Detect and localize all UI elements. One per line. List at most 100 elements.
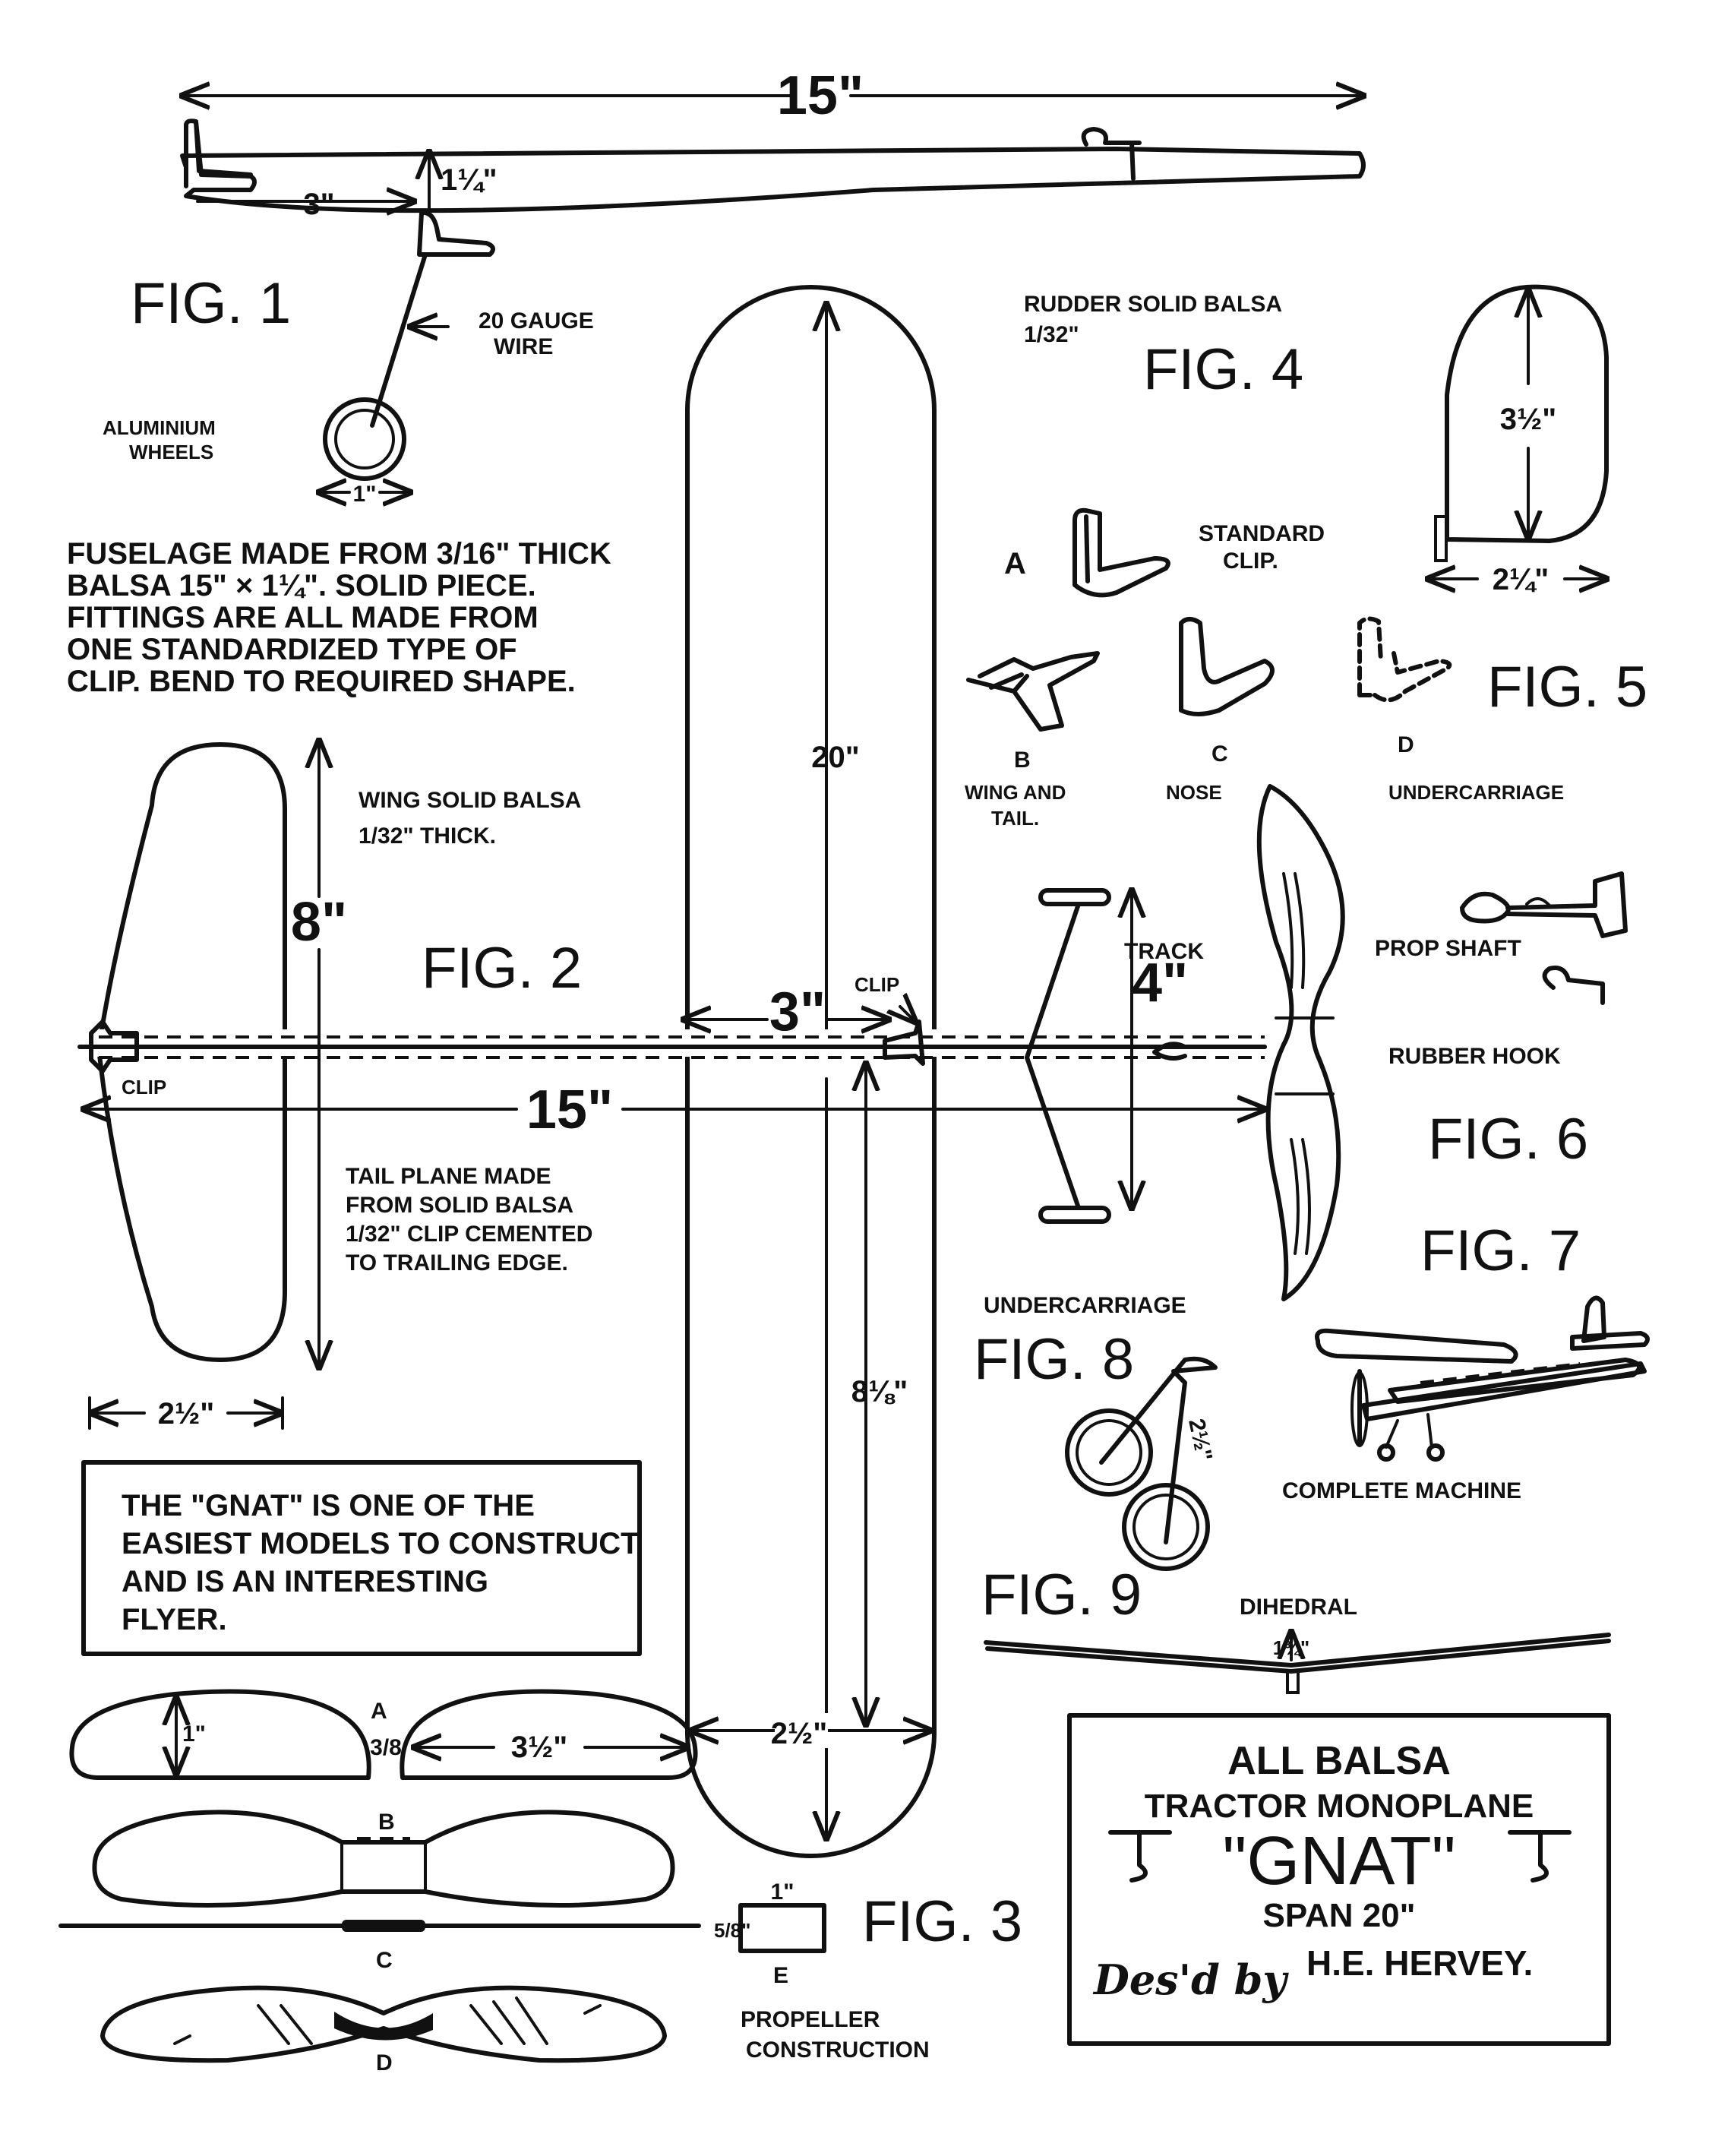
- fig3-dim-20: 20": [811, 741, 859, 774]
- machine-wheel-1: [1377, 1443, 1395, 1462]
- clip-b-text-2: TAIL.: [991, 807, 1039, 830]
- fig1-wire-note-2: WIRE: [494, 334, 553, 359]
- machine-wheel-2: [1426, 1443, 1445, 1462]
- tail-clip: [89, 1020, 139, 1073]
- fig5-clips: A STANDARD CLIP. B WING AND TAIL. C NOSE…: [965, 507, 1647, 830]
- prop-blank-a-left: [69, 1689, 371, 1780]
- fig3-dim-2half: 2½": [771, 1717, 828, 1750]
- fig8-uc-wire: [1099, 1356, 1218, 1544]
- prop-blank-a-right: [400, 1689, 698, 1780]
- clip-a-letter: A: [1004, 547, 1026, 580]
- gnat-note-line-1: THE "GNAT" IS ONE OF THE: [122, 1489, 535, 1522]
- wheel-inner: [334, 409, 395, 469]
- title-ornament-right: [1508, 1830, 1572, 1883]
- gnat-note-box: THE "GNAT" IS ONE OF THE EASIEST MODELS …: [81, 1460, 642, 1656]
- fig4-note-2: 1/32": [1024, 322, 1079, 347]
- fig2-clip-label-2: CLIP: [854, 973, 899, 996]
- fig7-caption: COMPLETE MACHINE: [1282, 1478, 1521, 1503]
- title-gnat: "GNAT": [1222, 1823, 1455, 1899]
- fig7-label: FIG. 7: [1420, 1219, 1581, 1283]
- fig1-wheels-note-1: ALUMINIUM: [103, 416, 216, 439]
- propeller-side-blade: [1256, 784, 1345, 1301]
- fig8-wheel-1-outer: [1065, 1408, 1153, 1497]
- gnat-note-line-4: FLYER.: [122, 1603, 227, 1636]
- fig5-label: FIG. 5: [1487, 655, 1647, 719]
- fuselage-note-line-1: FUSELAGE MADE FROM 3/16" THICK: [67, 537, 611, 571]
- uc-axle-bottom: [1038, 1206, 1111, 1224]
- gnat-note-line-2: EASIEST MODELS TO CONSTRUCT: [122, 1527, 640, 1560]
- prop-shaft-fitting: [1460, 871, 1628, 938]
- main-wing-outline: [685, 285, 937, 1858]
- prop-label-b: B: [378, 1810, 395, 1835]
- clip-a-text-2: CLIP.: [1223, 548, 1278, 574]
- title-ornament-left: [1108, 1830, 1172, 1883]
- fig6-label: FIG. 6: [1428, 1107, 1588, 1171]
- prop-shaft-top: [1152, 1042, 1267, 1061]
- fig8-leg-dim: 2½": [1183, 1417, 1217, 1464]
- wing-clip: [883, 1020, 925, 1066]
- fig1-wheel-dim: 1": [353, 482, 377, 507]
- rubber-hook-fitting: [1542, 966, 1605, 1005]
- fig3-hub-block: 1" 5/8" E FIG. 3 PROPELLER CONSTRUCTION: [714, 1879, 1022, 2063]
- fig6-fittings: PROP SHAFT RUBBER HOOK FIG. 6: [1375, 871, 1628, 1171]
- fig1-label: FIG. 1: [131, 271, 291, 336]
- fig8-undercarriage: UNDERCARRIAGE FIG. 8 2½": [974, 1293, 1218, 1571]
- fig2-dim-2half: 2½": [158, 1397, 215, 1430]
- fig4-rudder: RUDDER SOLID BALSA 1/32" FIG. 4 3½" 2¼": [1024, 284, 1609, 596]
- fig9-label: FIG. 9: [981, 1563, 1142, 1627]
- fig1-dim-3: 3": [303, 188, 334, 221]
- fig9-title: DIHEDRAL: [1240, 1595, 1357, 1620]
- fig2-dim-15: 15": [526, 1080, 613, 1140]
- undercarriage-clip-side: [417, 210, 495, 257]
- fig3-caption-2: CONSTRUCTION: [746, 2037, 930, 2063]
- clip-b-wing-tail: [966, 651, 1100, 732]
- title-designed-signature: Des'd by: [1092, 1955, 1289, 2004]
- fig8-label: FIG. 8: [974, 1327, 1134, 1392]
- fig1-wheels-note-2: WHEELS: [129, 441, 213, 463]
- fig6-prop-shaft: PROP SHAFT: [1375, 936, 1521, 961]
- fig3-dim-1: 1": [771, 1879, 794, 1905]
- title-box-border: [1067, 1713, 1611, 2046]
- fig1-dim-length: 15": [777, 65, 864, 126]
- title-box: ALL BALSA TRACTOR MONOPLANE "GNAT" SPAN …: [1067, 1713, 1611, 2046]
- clip-c-nose: [1179, 617, 1275, 716]
- propeller-construction: A 1" 3/8 3½" B C D: [58, 1689, 701, 2075]
- fuselage-note-line-4: ONE STANDARDIZED TYPE OF: [67, 633, 517, 666]
- fig4-note-1: RUDDER SOLID BALSA: [1024, 292, 1282, 317]
- fig1-dim-height: 1¼": [441, 163, 498, 197]
- fig3-label: FIG. 3: [862, 1889, 1022, 1954]
- rudder-outline: [1445, 284, 1609, 543]
- prop-label-a: A: [371, 1699, 387, 1724]
- fig4-label: FIG. 4: [1143, 337, 1303, 402]
- fig8-wheel-2-outer: [1122, 1483, 1210, 1571]
- fig2-wing-note-2: 1/32" THICK.: [359, 824, 496, 849]
- fig6-rubber-hook: RUBBER HOOK: [1388, 1044, 1561, 1069]
- clip-c-text: NOSE: [1166, 781, 1222, 804]
- prop-dim-3-8: 3/8: [370, 1735, 402, 1760]
- machine-rudder: [1581, 1295, 1606, 1343]
- fig8-track: TRACK: [1124, 939, 1204, 964]
- fig2-clip-label: CLIP: [122, 1076, 166, 1099]
- fig3-dim-5-8: 5/8": [714, 1919, 750, 1942]
- fig2-label: FIG. 2: [422, 936, 582, 1001]
- clip-b-letter: B: [1014, 748, 1031, 773]
- fig2-top-view: CLIP CLIP 3" 15" 8" 2½" WING SOLID BALSA…: [77, 741, 1265, 1430]
- fig2-tail-note-2: FROM SOLID BALSA: [346, 1193, 573, 1218]
- title-designer: H.E. HERVEY.: [1306, 1943, 1533, 1983]
- rudder-clip: [1434, 515, 1448, 562]
- fig4-dim-height: 3½": [1500, 403, 1557, 436]
- fig9-dihedral: FIG. 9 DIHEDRAL 1¾": [981, 1563, 1611, 1694]
- fig2-tail-note-3: 1/32" CLIP CEMENTED: [346, 1222, 592, 1247]
- fig7-complete-machine: FIG. 7 COMPLETE MACHINE: [1282, 1219, 1650, 1503]
- rubber-hook-side: [1081, 127, 1142, 181]
- clip-a-text-1: STANDARD: [1199, 521, 1325, 546]
- undercarriage-wire: [370, 252, 428, 428]
- clip-d-letter: D: [1398, 732, 1414, 757]
- fuselage-note: FUSELAGE MADE FROM 3/16" THICK BALSA 15"…: [67, 537, 611, 698]
- fig8-track-dim: 4": [1132, 953, 1188, 1013]
- fig3-caption-1: PROPELLER: [741, 2007, 880, 2032]
- clip-c-letter: C: [1211, 741, 1228, 767]
- fig2-dim-8: 8": [291, 892, 347, 953]
- fuselage-profile: [180, 119, 1366, 213]
